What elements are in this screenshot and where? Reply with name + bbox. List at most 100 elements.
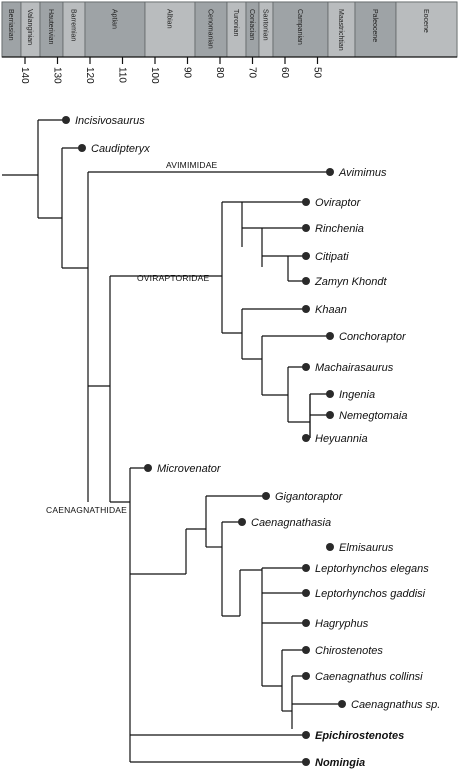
taxon-label: Gigantoraptor xyxy=(275,491,344,503)
tip-dot xyxy=(338,700,346,708)
tip-dot xyxy=(326,390,334,398)
taxon-label: Nomingia xyxy=(315,757,365,769)
tip-dot xyxy=(302,224,310,232)
taxon-label: Leptorhynchos elegans xyxy=(315,563,429,575)
tip-dot xyxy=(302,277,310,285)
axis-tick-label-140: 140 xyxy=(19,67,30,84)
tip-dot xyxy=(78,144,86,152)
taxon-chirostenotes: Chirostenotes xyxy=(302,645,383,657)
axis-tick-label-120: 120 xyxy=(84,67,95,84)
taxon-ingenia: Ingenia xyxy=(326,389,375,401)
axis-tick-label-100: 100 xyxy=(149,67,160,84)
axis-tick-label-80: 80 xyxy=(214,67,225,79)
stage-cell-eocene xyxy=(395,1,458,58)
tip-dot xyxy=(302,198,310,206)
stage-cell-albian xyxy=(144,1,196,58)
stage-label-valanginian: Valanginian xyxy=(26,9,33,45)
taxon-zamyn-khondt: Zamyn Khondt xyxy=(302,276,387,288)
tip-dot xyxy=(302,672,310,680)
taxon-citipati: Citipati xyxy=(302,251,349,263)
taxon-label: Rinchenia xyxy=(315,223,364,235)
tip-dot xyxy=(302,589,310,597)
taxon-khaan: Khaan xyxy=(302,304,347,316)
tip-dot xyxy=(302,758,310,766)
taxon-label: Caenagnathasia xyxy=(251,517,331,529)
tip-dot xyxy=(302,564,310,572)
taxon-caenagnathus-sp: Caenagnathus sp. xyxy=(338,699,440,711)
taxon-conchoraptor: Conchoraptor xyxy=(326,331,407,343)
clade-label-caenagnathidae: CAENAGNATHIDAE xyxy=(46,505,127,515)
tip-dot xyxy=(302,646,310,654)
tip-dot xyxy=(62,116,70,124)
stage-label-turonian: Turonian xyxy=(232,9,239,36)
taxon-label: Incisivosaurus xyxy=(75,115,145,127)
stage-label-albian: Albian xyxy=(166,9,173,29)
cladogram-branches xyxy=(2,119,342,763)
tip-dot xyxy=(262,492,270,500)
taxon-label: Caenagnathus collinsi xyxy=(315,671,423,683)
taxon-caudipteryx: Caudipteryx xyxy=(78,143,150,155)
taxon-epichirostenotes: Epichirostenotes xyxy=(302,730,404,742)
taxon-machairasaurus: Machairasaurus xyxy=(302,362,394,374)
taxon-label: Avimimus xyxy=(338,167,387,179)
taxon-gigantoraptor: Gigantoraptor xyxy=(262,491,344,503)
tip-dot xyxy=(326,543,334,551)
axis-tick-label-90: 90 xyxy=(182,67,193,79)
clade-label-avimimidae: AVIMIMIDAE xyxy=(166,160,218,170)
taxon-heyuannia: Heyuannia xyxy=(302,433,368,445)
taxon-label: Oviraptor xyxy=(315,197,362,209)
tip-dot xyxy=(144,464,152,472)
axis-tick-label-50: 50 xyxy=(312,67,323,79)
taxon-label: Chirostenotes xyxy=(315,645,383,657)
stage-label-maastrichtian: Maastrichtian xyxy=(337,9,344,51)
tip-dot xyxy=(326,168,334,176)
axis-tick-label-70: 70 xyxy=(247,67,258,79)
stage-cell-aptian xyxy=(84,1,146,58)
taxon-oviraptor: Oviraptor xyxy=(302,197,362,209)
taxon-label: Nemegtomaia xyxy=(339,410,407,422)
taxon-label: Caudipteryx xyxy=(91,143,150,155)
taxon-label: Elmisaurus xyxy=(339,542,394,554)
stage-label-eocene: Eocene xyxy=(422,9,429,33)
taxon-microvenator: Microvenator xyxy=(144,463,222,475)
taxon-incisivosaurus: Incisivosaurus xyxy=(62,115,145,127)
taxon-label: Leptorhynchos gaddisi xyxy=(315,588,426,600)
stage-label-coniacian: Coniacian xyxy=(248,9,255,40)
taxon-caenagnathasia: Caenagnathasia xyxy=(238,517,331,529)
tip-dot xyxy=(302,434,310,442)
taxon-label: Caenagnathus sp. xyxy=(351,699,440,711)
taxon-label: Epichirostenotes xyxy=(315,730,404,742)
taxon-label: Khaan xyxy=(315,304,347,316)
stage-label-berriasian: Berriasian xyxy=(7,9,14,41)
axis-tick-label-130: 130 xyxy=(52,67,63,84)
taxon-caenagnathus-collinsi: Caenagnathus collinsi xyxy=(302,671,423,683)
clade-label-oviraptoridae: OVIRAPTORIDAE xyxy=(137,273,209,283)
tip-dot xyxy=(326,411,334,419)
clade-labels: AVIMIMIDAE OVIRAPTORIDAE CAENAGNATHIDAE xyxy=(46,160,218,515)
stage-label-hauterivian: Hauterivian xyxy=(47,9,54,45)
taxon-nomingia: Nomingia xyxy=(302,757,365,769)
cladogram: IncisivosaurusCaudipteryxAvimimusOvirapt… xyxy=(2,115,440,769)
axis-tick-label-110: 110 xyxy=(117,67,128,83)
stage-bar: Berriasian Valanginian Hauterivian Barremia… xyxy=(1,1,458,58)
stage-label-cenomanian: Cenomanian xyxy=(207,9,214,49)
taxon-label: Hagryphus xyxy=(315,618,369,630)
stage-cell-cenomanian xyxy=(194,1,228,58)
tip-dot xyxy=(302,731,310,739)
taxon-label: Citipati xyxy=(315,251,349,263)
stage-label-barremian: Barremian xyxy=(70,9,77,41)
tip-dot xyxy=(302,305,310,313)
taxon-avimimus: Avimimus xyxy=(326,167,387,179)
geologic-timescale: Berriasian Valanginian Hauterivian Barremia… xyxy=(1,1,458,84)
stage-cell-campanian xyxy=(272,1,329,58)
taxon-label: Zamyn Khondt xyxy=(314,276,387,288)
taxon-elmisaurus: Elmisaurus xyxy=(326,542,394,554)
stage-label-paleocene: Paleocene xyxy=(371,9,378,42)
stage-label-santonian: Santonian xyxy=(262,9,269,41)
taxon-nemegtomaia: Nemegtomaia xyxy=(326,410,407,422)
taxon-rinchenia: Rinchenia xyxy=(302,223,364,235)
cladogram-tips: IncisivosaurusCaudipteryxAvimimusOvirapt… xyxy=(62,115,440,769)
taxon-hagryphus: Hagryphus xyxy=(302,618,369,630)
